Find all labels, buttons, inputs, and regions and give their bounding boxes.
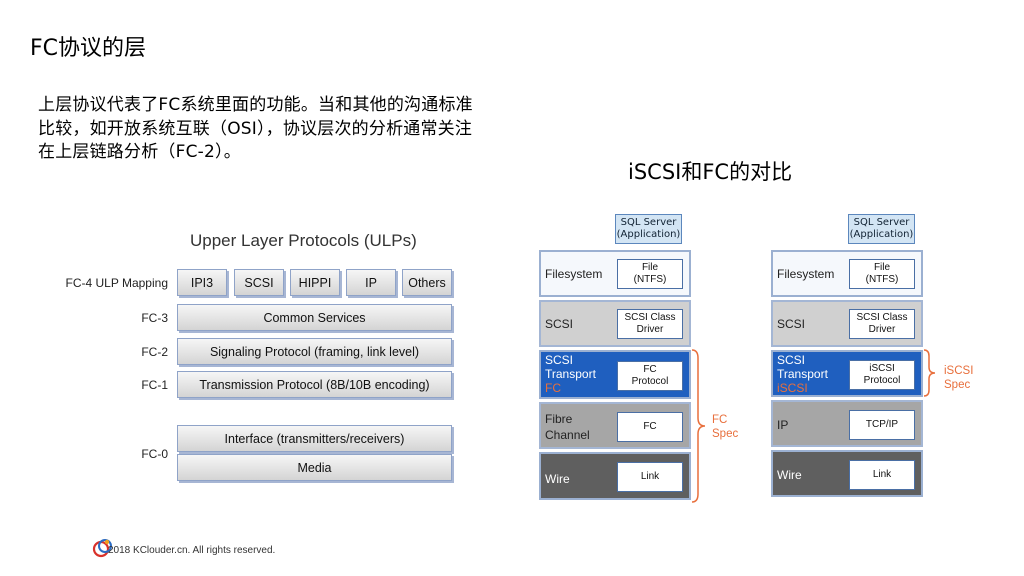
fc-scsi-label: SCSI xyxy=(545,317,574,331)
fc2-signaling: Signaling Protocol (framing, link level) xyxy=(177,338,452,365)
fc0-media: Media xyxy=(177,454,452,481)
iscsi-row-scsi: SCSI SCSI Class Driver xyxy=(771,300,923,347)
fc-row-transport: SCSI Transport FC FC Protocol xyxy=(539,350,691,399)
fc-wire-label: Wire xyxy=(545,472,570,486)
fc-app-box: SQL Server (Application) xyxy=(615,214,682,244)
copyright-text: 2018 KClouder.cn. All rights reserved. xyxy=(108,545,276,556)
fc4-label: FC-4 ULP Mapping xyxy=(65,276,169,290)
iscsi-spec-label-2: Spec xyxy=(944,379,971,391)
iscsi-row-transport: SCSI Transport iSCSI iSCSI Protocol xyxy=(771,350,923,397)
iscsi-file-box: File (NTFS) xyxy=(849,259,915,289)
iscsi-ip-label: IP xyxy=(777,418,789,432)
fc-fc-box: FC xyxy=(617,412,683,442)
iscsi-scsi-label: SCSI xyxy=(777,317,806,331)
fc0-label: FC-0 xyxy=(141,447,168,461)
iscsi-link-box: Link xyxy=(849,460,915,490)
kclouder-logo-icon xyxy=(92,539,112,558)
ulp-hippi: HIPPI xyxy=(290,269,340,296)
fc-row-channel: Fibre Channel FC xyxy=(539,402,691,449)
fc2-label: FC-2 xyxy=(141,345,168,359)
comparison-title: iSCSI和FC的对比 xyxy=(628,160,793,184)
fc-spec-brace xyxy=(691,349,706,503)
iscsi-transport-label-1: SCSI xyxy=(777,353,806,367)
iscsi-scsi-driver-box: SCSI Class Driver xyxy=(849,309,915,339)
page-title: FC协议的层 xyxy=(30,36,147,61)
iscsi-tcpip-box: TCP/IP xyxy=(849,410,915,440)
iscsi-transport-label-2: Transport xyxy=(777,367,828,381)
fc-transport-label-2: Transport xyxy=(545,367,596,381)
iscsi-spec-brace xyxy=(923,349,936,397)
fc-transport-label-3: FC xyxy=(545,381,561,395)
fc-protocol-box: FC Protocol xyxy=(617,361,683,391)
fc-channel-label-1: Fibre xyxy=(545,412,573,426)
iscsi-wire-label: Wire xyxy=(777,468,802,482)
ulp-ip: IP xyxy=(346,269,396,296)
fc-file-box: File (NTFS) xyxy=(617,259,683,289)
ulp-title: Upper Layer Protocols (ULPs) xyxy=(190,231,417,250)
iscsi-transport-label-3: iSCSI xyxy=(777,381,808,395)
fc3-common-services: Common Services xyxy=(177,304,452,331)
ulp-ipi3: IPI3 xyxy=(177,269,227,296)
fc-row-filesystem: Filesystem File (NTFS) xyxy=(539,250,691,297)
fc0-interface: Interface (transmitters/receivers) xyxy=(177,425,452,452)
description-text: 上层协议代表了FC系统里面的功能。当和其他的沟通标准比较，如开放系统互联（OSI… xyxy=(38,95,473,162)
fc-channel-label-2: Channel xyxy=(545,428,590,442)
iscsi-row-filesystem: Filesystem File (NTFS) xyxy=(771,250,923,297)
fc-scsi-driver-box: SCSI Class Driver xyxy=(617,309,683,339)
iscsi-filesystem-label: Filesystem xyxy=(777,267,835,281)
fc-link-box: Link xyxy=(617,462,683,492)
iscsi-spec-label-1: iSCSI xyxy=(944,365,974,377)
fc3-label: FC-3 xyxy=(141,311,168,325)
fc-spec-label-1: FC xyxy=(712,414,728,426)
ulp-scsi: SCSI xyxy=(234,269,284,296)
ulp-others: Others xyxy=(402,269,452,296)
fc-spec-label-2: Spec xyxy=(712,428,739,440)
fc-row-wire: Wire Link xyxy=(539,452,691,500)
iscsi-protocol-box: iSCSI Protocol xyxy=(849,360,915,390)
iscsi-app-box: SQL Server (Application) xyxy=(848,214,915,244)
fc1-transmission: Transmission Protocol (8B/10B encoding) xyxy=(177,371,452,398)
fc-transport-label-1: SCSI xyxy=(545,353,574,367)
fc-filesystem-label: Filesystem xyxy=(545,267,603,281)
iscsi-row-ip: IP TCP/IP xyxy=(771,400,923,447)
iscsi-row-wire: Wire Link xyxy=(771,450,923,497)
fc-row-scsi: SCSI SCSI Class Driver xyxy=(539,300,691,347)
fc1-label: FC-1 xyxy=(141,378,168,392)
